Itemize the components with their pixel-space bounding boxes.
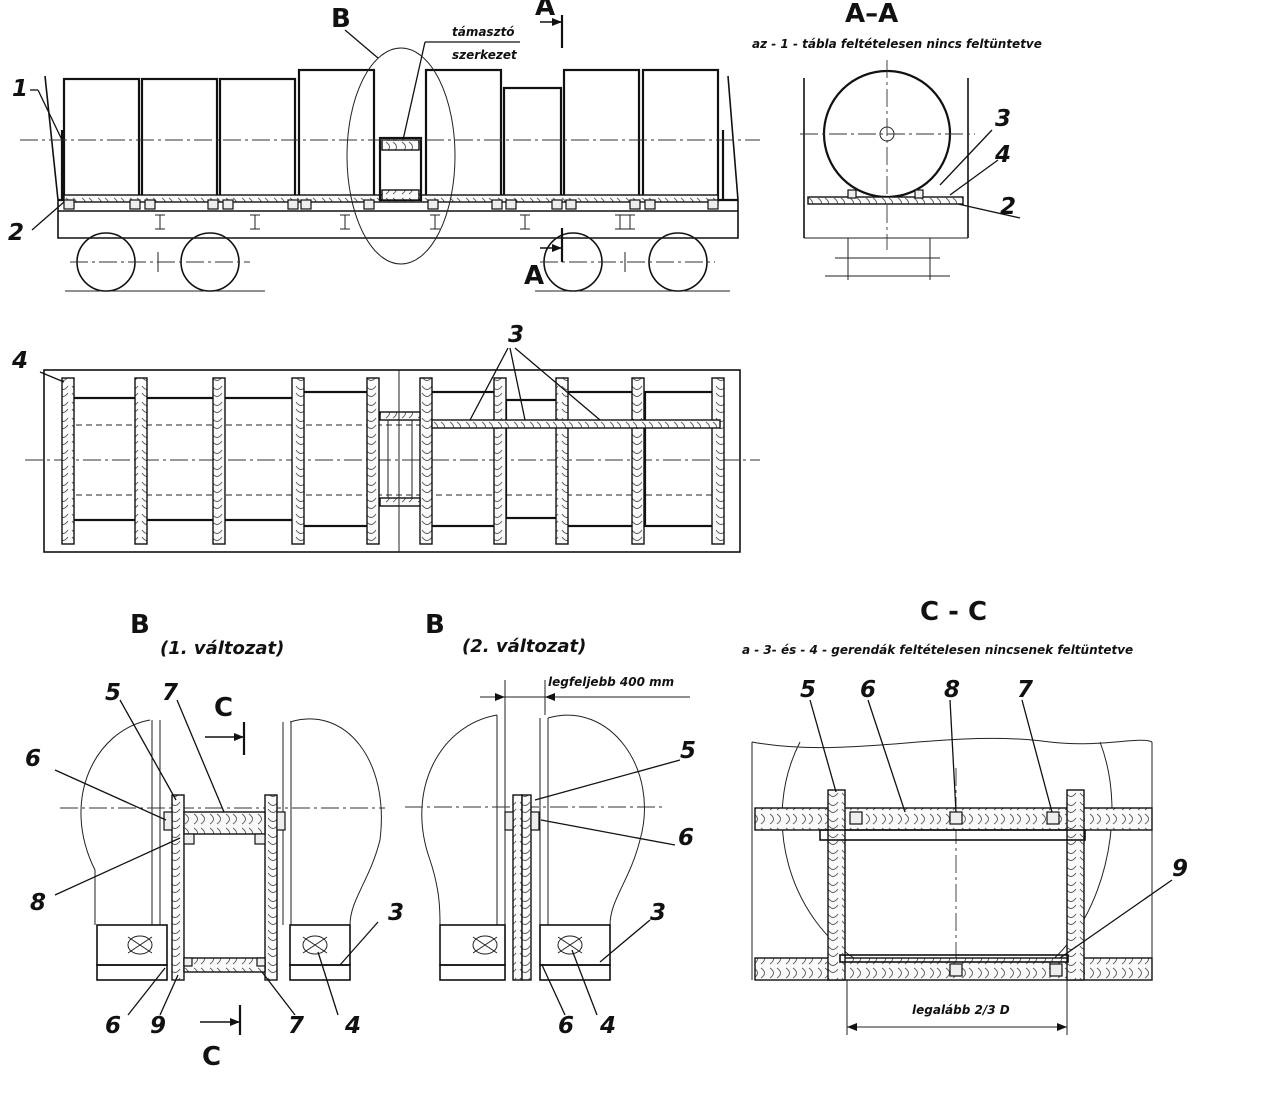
label-1: 1 (12, 76, 28, 102)
b1-label-5: 5 (105, 680, 121, 706)
plan-view (25, 347, 760, 553)
b1-label-4: 4 (344, 1013, 361, 1039)
aa-label-3: 3 (995, 106, 1011, 132)
b2-label-3: 3 (650, 900, 666, 926)
section-aa-view (800, 60, 1021, 280)
section-cc-note: a - 3- és - 4 - gerendák feltételesen ni… (742, 643, 1133, 657)
cc-label-8: 8 (944, 677, 960, 703)
b2-label-6-bottom: 6 (558, 1013, 574, 1039)
b1-label-7-bottom: 7 (288, 1013, 304, 1039)
b1-label-8: 8 (30, 890, 46, 916)
plan-label-3: 3 (508, 322, 524, 348)
b1-section-c-bottom: C (202, 1042, 221, 1072)
tamaszto-label: támasztó (452, 25, 515, 39)
section-cc-title: C - C (920, 597, 987, 627)
detail-b1-title: B (130, 610, 150, 640)
aa-label-4: 4 (994, 142, 1011, 168)
b2-label-6-top: 6 (678, 825, 694, 851)
side-view (20, 15, 760, 292)
legalabb-dimension: legalább 2/3 D (912, 1003, 1010, 1017)
b1-section-c-top: C (214, 693, 233, 723)
b1-label-6-bottom: 6 (105, 1013, 121, 1039)
b2-label-4: 4 (599, 1013, 616, 1039)
plan-label-4: 4 (11, 348, 28, 374)
detail-b-marker: B (331, 4, 351, 34)
section-a-top: A (535, 0, 555, 22)
legfeljebb-dimension: legfeljebb 400 mm (548, 675, 674, 689)
b1-label-6-top: 6 (25, 746, 41, 772)
detail-b2 (405, 680, 690, 1016)
section-aa-title: A–A (845, 0, 898, 29)
b1-label-7-top: 7 (162, 680, 178, 706)
section-a-bottom: A (524, 261, 544, 291)
detail-b1 (54, 699, 385, 1035)
detail-b2-title: B (425, 610, 445, 640)
section-cc-view (751, 699, 1173, 1035)
b1-label-3: 3 (388, 900, 404, 926)
detail-b2-subtitle: (2. változat) (462, 636, 586, 657)
b2-label-5: 5 (680, 738, 696, 764)
cc-label-9: 9 (1172, 856, 1188, 882)
detail-b1-subtitle: (1. változat) (160, 638, 284, 659)
cc-label-6: 6 (860, 677, 876, 703)
label-2: 2 (8, 220, 24, 246)
section-aa-note: az - 1 - tábla feltételesen nincs feltün… (752, 37, 1042, 51)
b1-label-9: 9 (150, 1013, 166, 1039)
aa-label-2: 2 (1000, 194, 1016, 220)
cc-label-5: 5 (800, 677, 816, 703)
cc-label-7: 7 (1017, 677, 1033, 703)
szerkezet-label: szerkezet (452, 48, 518, 62)
